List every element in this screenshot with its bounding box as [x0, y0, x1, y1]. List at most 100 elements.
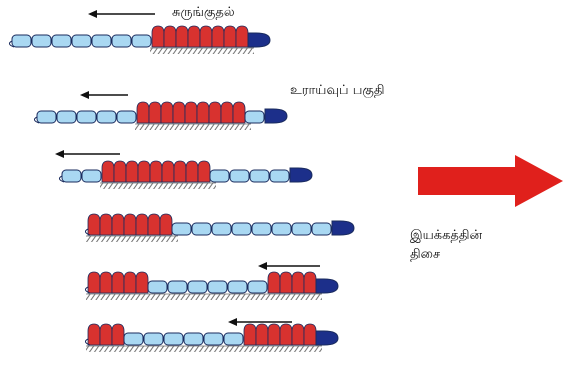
movement-direction-arrow [418, 155, 563, 207]
contracted-segment [223, 25, 237, 48]
contracted-segment [196, 101, 210, 124]
contracted-segment [137, 160, 151, 183]
direction-label-line1: இயக்கத்தின் [410, 228, 483, 243]
relaxed-segment [71, 34, 92, 48]
friction-ground [100, 183, 216, 189]
contracted-segment [197, 160, 211, 183]
worm-head [331, 220, 355, 236]
contracted-segment [111, 213, 125, 236]
contracted-segment [147, 213, 161, 236]
contracted-segment [211, 25, 225, 48]
contracted-segment [111, 323, 125, 346]
contracted-segment [267, 323, 281, 346]
relaxed-segment [291, 222, 312, 236]
contracted-segment [208, 101, 222, 124]
relaxed-segment [76, 110, 97, 124]
contracted-segment [173, 160, 187, 183]
contracted-segment [87, 323, 101, 346]
friction-ground [86, 236, 178, 242]
contraction-label: சுருங்குதல் [172, 5, 235, 20]
small-arrows [55, 10, 320, 326]
contracted-segment [255, 323, 269, 346]
relaxed-segment [147, 280, 168, 294]
relaxed-segment [131, 34, 152, 48]
relaxed-segment [91, 34, 112, 48]
relaxed-segment [229, 169, 250, 183]
contracted-segment [161, 160, 175, 183]
worm-row-5 [84, 271, 339, 300]
contracted-segment [135, 271, 149, 294]
contracted-segment [291, 271, 305, 294]
worm-tail [8, 40, 15, 48]
relaxed-segment [211, 222, 232, 236]
contracted-segment [303, 323, 317, 346]
contracted-segment [136, 101, 150, 124]
contracted-segment [232, 101, 246, 124]
contracted-segment [148, 101, 162, 124]
contracted-segment [125, 160, 139, 183]
contracted-segment [220, 101, 234, 124]
relaxed-segment [227, 280, 248, 294]
contracted-segment [113, 160, 127, 183]
friction-ground [135, 124, 251, 130]
worm-tail [84, 228, 91, 236]
worm-head [315, 330, 339, 346]
contracted-segment [99, 213, 113, 236]
relaxed-segment [251, 222, 272, 236]
contracted-segment [303, 271, 317, 294]
contracted-segment [159, 213, 173, 236]
worm-head [289, 167, 313, 183]
contracted-segment [87, 271, 101, 294]
relaxed-segment [11, 34, 32, 48]
contracted-segment [187, 25, 201, 48]
relaxed-segment [56, 110, 77, 124]
worm-row-6 [84, 323, 339, 352]
relaxed-segment [143, 332, 164, 346]
contracted-segment [99, 271, 113, 294]
contracted-segment [291, 323, 305, 346]
relaxed-segment [249, 169, 270, 183]
relaxed-segment [269, 169, 290, 183]
small-arrow-row-6 [228, 318, 292, 326]
relaxed-segment [191, 222, 212, 236]
worm-tail [33, 116, 40, 124]
relaxed-segment [203, 332, 224, 346]
relaxed-segment [31, 34, 52, 48]
worm-head [264, 108, 288, 124]
relaxed-segment [207, 280, 228, 294]
worm-row-4 [84, 213, 355, 242]
relaxed-segment [81, 169, 102, 183]
relaxed-segment [96, 110, 117, 124]
worm-row-1 [8, 25, 271, 54]
contracted-segment [279, 271, 293, 294]
relaxed-segment [209, 169, 230, 183]
friction-ground [86, 294, 322, 300]
friction-ground [150, 48, 254, 54]
relaxed-segment [111, 34, 132, 48]
contracted-segment [160, 101, 174, 124]
relaxed-segment [167, 280, 188, 294]
contracted-segment [279, 323, 293, 346]
contracted-segment [87, 213, 101, 236]
relaxed-segment [163, 332, 184, 346]
contracted-segment [101, 160, 115, 183]
relaxed-segment [247, 280, 268, 294]
contracted-segment [235, 25, 249, 48]
relaxed-segment [61, 169, 82, 183]
contracted-segment [175, 25, 189, 48]
contracted-segment [111, 271, 125, 294]
relaxed-segment [116, 110, 137, 124]
contracted-segment [135, 213, 149, 236]
contracted-segment [123, 213, 137, 236]
worm-row-3 [58, 160, 313, 189]
contracted-segment [185, 160, 199, 183]
small-arrow-row-2 [80, 91, 128, 99]
contracted-segment [149, 160, 163, 183]
friction-part-label: உராய்வுப் பகுதி [290, 83, 385, 98]
contracted-segment [199, 25, 213, 48]
relaxed-segment [123, 332, 144, 346]
worm-tail [84, 338, 91, 346]
relaxed-segment [223, 332, 244, 346]
contracted-segment [123, 271, 137, 294]
